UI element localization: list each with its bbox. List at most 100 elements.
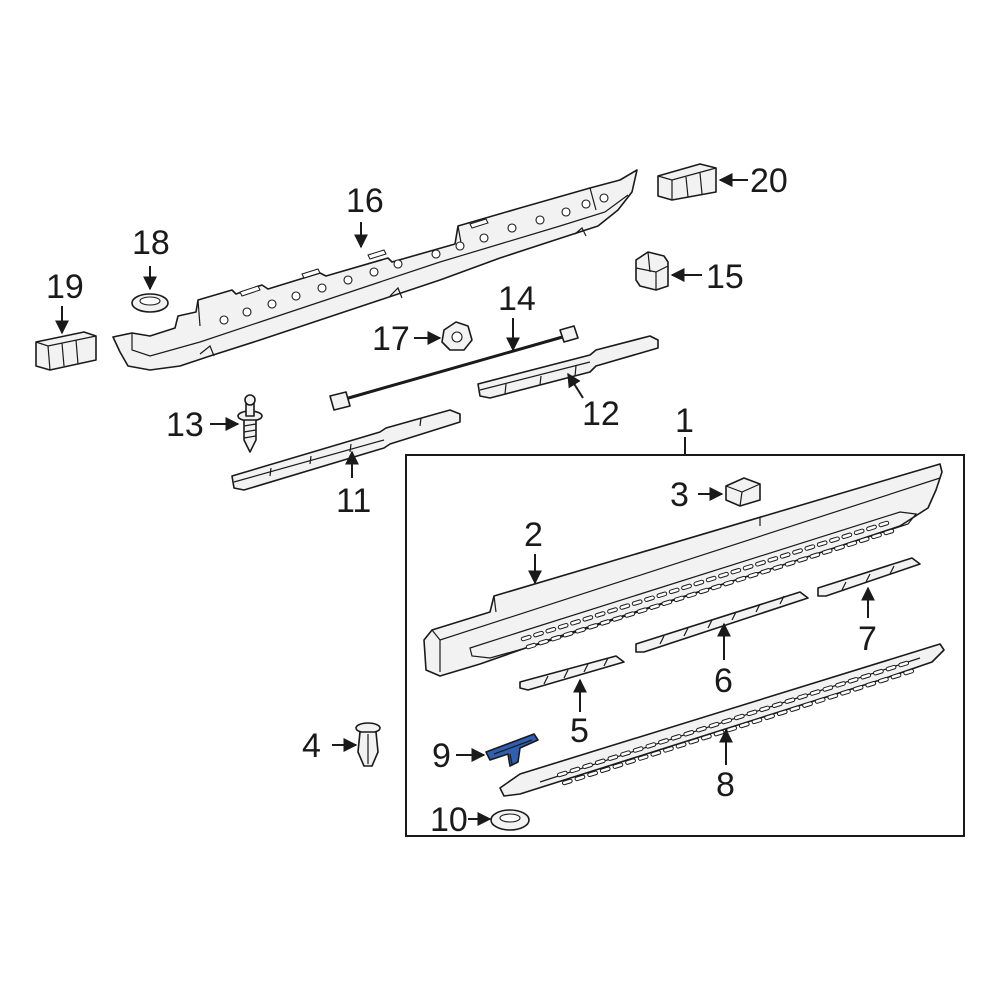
slot xyxy=(755,560,766,567)
slot xyxy=(663,746,674,753)
part-18-grommet[interactable] xyxy=(131,293,169,313)
slot xyxy=(764,713,775,721)
slot xyxy=(718,571,729,579)
callout-16: 16 xyxy=(346,182,384,220)
slot xyxy=(829,536,840,543)
slot xyxy=(779,552,791,559)
slot xyxy=(871,532,882,540)
slot xyxy=(903,668,915,676)
slot xyxy=(701,733,712,741)
slot xyxy=(650,750,662,757)
callout-15: 15 xyxy=(706,258,744,296)
slot xyxy=(673,595,685,603)
slot xyxy=(696,725,707,733)
slot xyxy=(834,544,845,551)
slot xyxy=(898,660,910,668)
slot xyxy=(681,583,692,591)
slot xyxy=(620,750,631,757)
slot xyxy=(742,563,754,571)
slot xyxy=(644,595,655,602)
part-4-push-pin[interactable] xyxy=(355,722,381,767)
part-7-step-pad[interactable] xyxy=(817,557,921,597)
slot xyxy=(883,528,895,536)
callout-10: 10 xyxy=(430,801,468,839)
callout-9: 9 xyxy=(432,737,451,775)
slot xyxy=(735,575,747,583)
slot xyxy=(569,766,581,774)
callout-7: 7 xyxy=(858,620,877,658)
slot xyxy=(607,607,618,614)
slot xyxy=(730,567,742,575)
slot xyxy=(747,571,759,579)
slot xyxy=(733,713,745,721)
slot xyxy=(533,630,544,638)
part-13-screw[interactable] xyxy=(237,394,263,453)
leader-12 xyxy=(567,372,584,399)
slot xyxy=(723,579,734,587)
part-2-running-board[interactable] xyxy=(423,463,943,677)
part-17-nut[interactable] xyxy=(441,321,473,351)
slot xyxy=(746,709,758,717)
slot xyxy=(804,544,816,551)
part-10-grommet[interactable] xyxy=(490,809,530,831)
slot xyxy=(686,591,697,599)
slot xyxy=(865,681,877,688)
slot xyxy=(619,603,631,610)
slot xyxy=(587,770,598,778)
slot xyxy=(802,701,813,708)
part-14-harness[interactable] xyxy=(329,325,579,411)
callout-20: 20 xyxy=(750,162,788,200)
part-19-block[interactable] xyxy=(35,331,97,371)
slot xyxy=(624,611,636,618)
callout-12: 12 xyxy=(582,395,620,433)
slot xyxy=(658,738,669,745)
slot xyxy=(525,642,537,650)
slot xyxy=(767,556,779,563)
slot xyxy=(649,603,660,610)
slot xyxy=(866,524,877,532)
callout-14: 14 xyxy=(498,280,536,318)
slot xyxy=(827,693,839,700)
callout-1: 1 xyxy=(675,402,694,440)
slot xyxy=(878,676,889,684)
slot xyxy=(698,587,710,595)
slot xyxy=(631,599,643,606)
slot xyxy=(797,693,808,700)
part-15-clip[interactable] xyxy=(635,251,669,291)
slot xyxy=(594,611,606,618)
slot xyxy=(840,689,851,696)
slot xyxy=(557,622,569,630)
slot xyxy=(550,634,562,642)
slot xyxy=(538,638,549,646)
callout-5: 5 xyxy=(570,712,589,750)
slot xyxy=(797,556,808,563)
part-9-t-bolt[interactable] xyxy=(485,733,539,767)
slot xyxy=(637,754,649,761)
part-11-bracket[interactable] xyxy=(231,409,461,491)
part-3-end-cap[interactable] xyxy=(725,477,761,507)
slot xyxy=(612,762,624,769)
slot xyxy=(814,697,826,704)
callout-19: 19 xyxy=(46,268,84,306)
part-5-step-pad[interactable] xyxy=(519,655,625,691)
callout-11: 11 xyxy=(336,482,371,520)
slot xyxy=(835,681,846,688)
slot xyxy=(599,619,611,626)
slot xyxy=(587,623,599,630)
callout-2: 2 xyxy=(524,516,543,554)
callout-18: 18 xyxy=(132,224,170,262)
slot xyxy=(809,689,821,696)
slot xyxy=(556,770,568,778)
slot xyxy=(822,685,834,692)
slot xyxy=(693,579,705,587)
slot xyxy=(760,568,771,575)
part-20-block[interactable] xyxy=(657,163,717,201)
slot xyxy=(705,575,717,583)
part-12-bracket[interactable] xyxy=(477,335,659,399)
slot xyxy=(771,701,783,708)
callout-13: 13 xyxy=(166,406,204,444)
part-16-rocker-reinforcement[interactable] xyxy=(112,169,638,371)
slot xyxy=(561,778,573,786)
slot xyxy=(574,774,586,782)
